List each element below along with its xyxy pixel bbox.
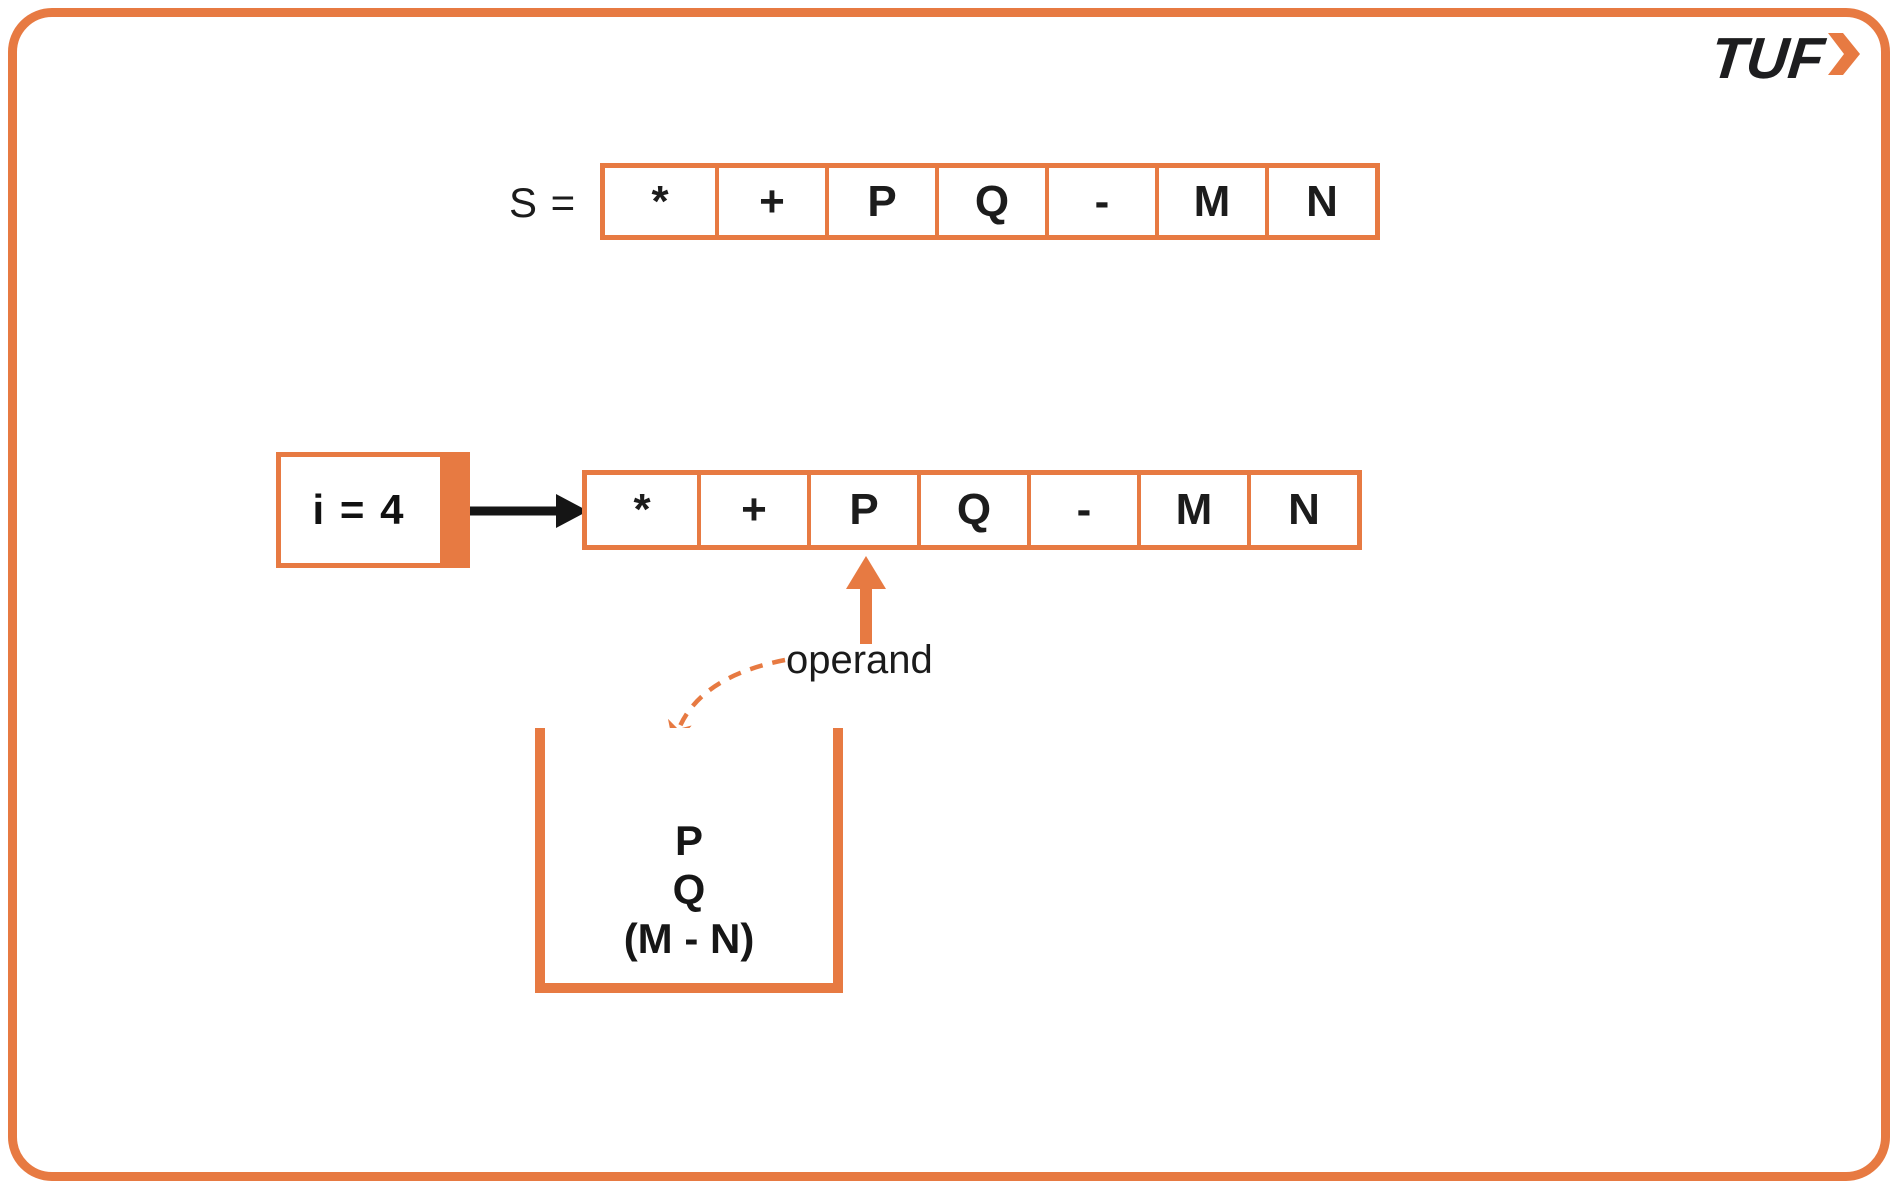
operand-label: operand: [786, 638, 933, 682]
array-cell: -: [1045, 168, 1155, 235]
trace-array: * + P Q - M N: [582, 470, 1362, 550]
logo-text: TUF: [1707, 26, 1828, 91]
expression-label: S =: [509, 179, 577, 226]
array-cell: *: [587, 475, 697, 545]
array-cell: P: [807, 475, 917, 545]
right-arrow-icon: [470, 494, 588, 528]
array-cell: P: [825, 168, 935, 235]
stack-item: (M - N): [623, 915, 755, 962]
stack-item: P: [674, 817, 703, 864]
array-cell: +: [697, 475, 807, 545]
array-cell: N: [1247, 475, 1357, 545]
array-cell: N: [1265, 168, 1375, 235]
array-cell: M: [1137, 475, 1247, 545]
up-arrow-icon: [846, 556, 886, 644]
logo-chevron-icon: [1826, 31, 1862, 82]
index-box-tab: [440, 452, 470, 568]
array-cell: M: [1155, 168, 1265, 235]
expression-array: * + P Q - M N: [600, 163, 1380, 240]
array-cell: +: [715, 168, 825, 235]
array-cell: *: [605, 168, 715, 235]
stack: P Q (M - N): [535, 728, 843, 993]
index-label: i = 4: [312, 486, 406, 533]
stack-item: Q: [672, 866, 706, 913]
array-cell: Q: [935, 168, 1045, 235]
array-cell: Q: [917, 475, 1027, 545]
array-cell: -: [1027, 475, 1137, 545]
tuf-logo: TUF: [1707, 26, 1862, 91]
index-box: i = 4: [276, 452, 470, 568]
page-border-frame: [8, 8, 1890, 1181]
dashed-arrow-icon: [667, 657, 786, 746]
